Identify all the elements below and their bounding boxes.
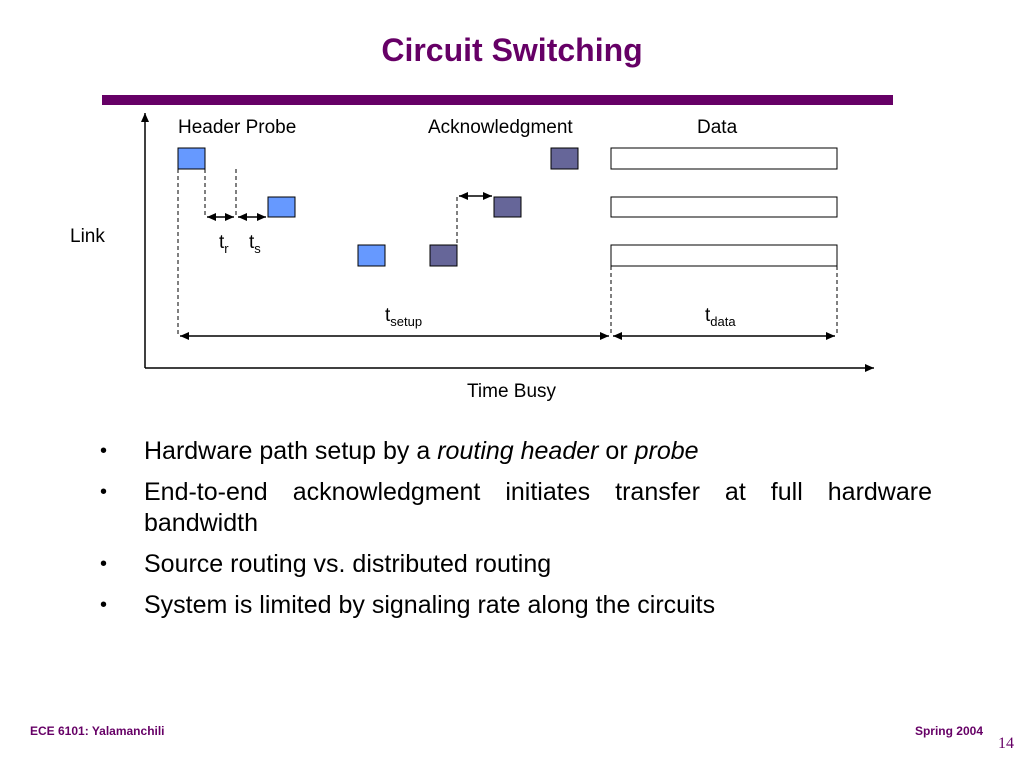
- link-label: Link: [70, 226, 105, 247]
- ack-flit-2: [493, 196, 522, 218]
- circuit-switching-diagram: Header Probe Acknowledgment Data Link Ti…: [70, 113, 874, 402]
- data-bar-1: [610, 147, 838, 170]
- tr-label: tr: [219, 232, 229, 256]
- acknowledgment-label: Acknowledgment: [428, 117, 573, 138]
- page-number: 14: [998, 735, 1014, 752]
- dashed-guides: [177, 169, 838, 336]
- ack-flit-3: [550, 147, 579, 170]
- bullet-item: • Hardware path setup by a routing heade…: [100, 437, 699, 465]
- header-probe-label: Header Probe: [178, 117, 296, 138]
- tdata-label: tdata: [705, 305, 736, 329]
- bullet-glyph: •: [100, 481, 108, 503]
- probe-flit-2: [267, 196, 296, 218]
- bullet-item: • End-to-end acknowledgment initiates tr…: [100, 478, 932, 537]
- time-busy-label: Time Busy: [467, 381, 557, 402]
- bullet-glyph: •: [100, 440, 108, 462]
- data-bar-3: [610, 244, 838, 267]
- bullet-list: • Hardware path setup by a routing heade…: [96, 436, 932, 631]
- bullet-glyph: •: [100, 594, 108, 616]
- ack-flit-1: [429, 244, 458, 267]
- bullet-item: • System is limited by signaling rate al…: [100, 591, 716, 619]
- footer-term: Spring 2004: [914, 724, 983, 738]
- bullet-item: • Source routing vs. distributed routing: [100, 550, 552, 578]
- ts-label: ts: [249, 232, 261, 256]
- data-bar-2: [610, 196, 838, 218]
- probe-flit-3: [357, 244, 386, 267]
- probe-flit-1: [177, 147, 206, 170]
- data-label: Data: [697, 117, 738, 138]
- slide-title: Circuit Switching: [381, 32, 643, 68]
- title-rule: [102, 95, 893, 105]
- footer-course: ECE 6101: Yalamanchili: [30, 724, 165, 738]
- tsetup-label: tsetup: [385, 305, 422, 329]
- bullet-glyph: •: [100, 553, 108, 575]
